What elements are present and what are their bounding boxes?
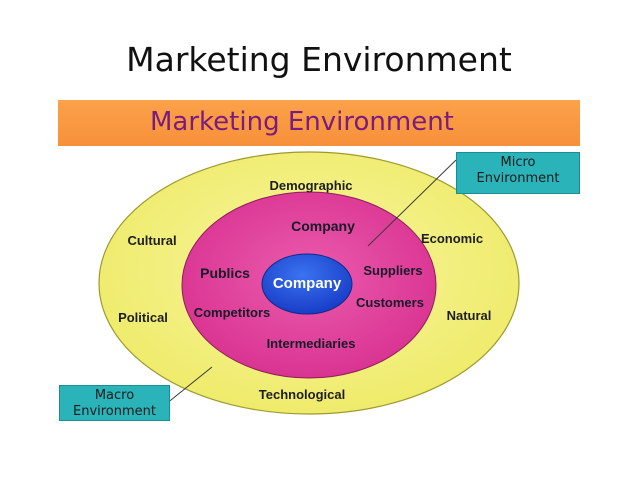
label-economic: Economic — [420, 231, 484, 246]
macro-callout-line-2: Environment — [72, 404, 156, 419]
label-publics: Publics — [200, 265, 250, 281]
macro-callout-line-1: Macro — [94, 388, 135, 403]
company-core — [261, 253, 353, 315]
micro-callout-line — [367, 159, 457, 247]
label-demographic: Demographic — [269, 178, 353, 193]
diagram-banner: Marketing Environment — [58, 100, 580, 146]
macro-callout-line — [165, 366, 213, 405]
macro-environment-callout: Macro Environment — [59, 385, 170, 421]
label-intermediaries: Intermediaries — [266, 336, 356, 351]
label-company-core: Company — [272, 275, 342, 292]
label-competitors: Competitors — [193, 305, 271, 320]
slide-title: Marketing Environment — [126, 40, 512, 79]
label-suppliers: Suppliers — [363, 263, 423, 278]
banner-title: Marketing Environment — [150, 107, 454, 137]
label-natural: Natural — [446, 308, 492, 323]
label-cultural: Cultural — [127, 233, 177, 248]
label-company-micro: Company — [291, 218, 355, 234]
micro-callout-line-1: Micro — [500, 155, 536, 170]
micro-environment-callout: Micro Environment — [456, 152, 580, 194]
label-political: Political — [118, 310, 168, 325]
label-technological: Technological — [258, 387, 346, 402]
label-customers: Customers — [356, 295, 424, 310]
micro-callout-line-2: Environment — [476, 171, 560, 186]
